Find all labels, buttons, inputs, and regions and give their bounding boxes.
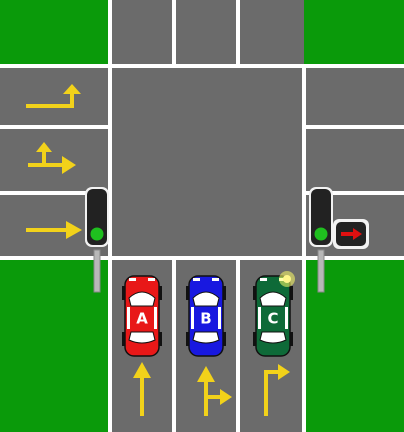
turn-signal-lamp (283, 275, 291, 283)
arrow-up-right-lane-c (264, 364, 290, 416)
arrow-up-lane-a (133, 362, 151, 416)
bottom-lane-arrows (133, 362, 290, 416)
bottom-lane-lines (108, 258, 306, 432)
car-a[interactable]: A (122, 275, 162, 357)
car-label: B (200, 310, 211, 328)
cars: A B C (122, 271, 295, 357)
traffic-light-right (309, 187, 333, 293)
red-right-arrow-icon (341, 228, 362, 240)
arrow-straight-and-up (28, 142, 76, 174)
top-lane-lines (108, 0, 240, 66)
car-c[interactable]: C (253, 271, 295, 357)
arrow-straight-then-left (26, 84, 81, 108)
left-light-green (90, 227, 104, 241)
traffic-light-left (85, 187, 109, 293)
arrow-up-right-lane-b (197, 366, 232, 416)
left-lane-arrows (26, 84, 82, 239)
car-label: C (267, 310, 278, 328)
car-label: A (136, 310, 148, 328)
right-light-green (314, 227, 328, 241)
arrow-straight (26, 221, 82, 239)
right-turn-arrow-signal (333, 219, 369, 249)
car-b[interactable]: B (186, 275, 226, 357)
intersection-edges (110, 64, 304, 260)
